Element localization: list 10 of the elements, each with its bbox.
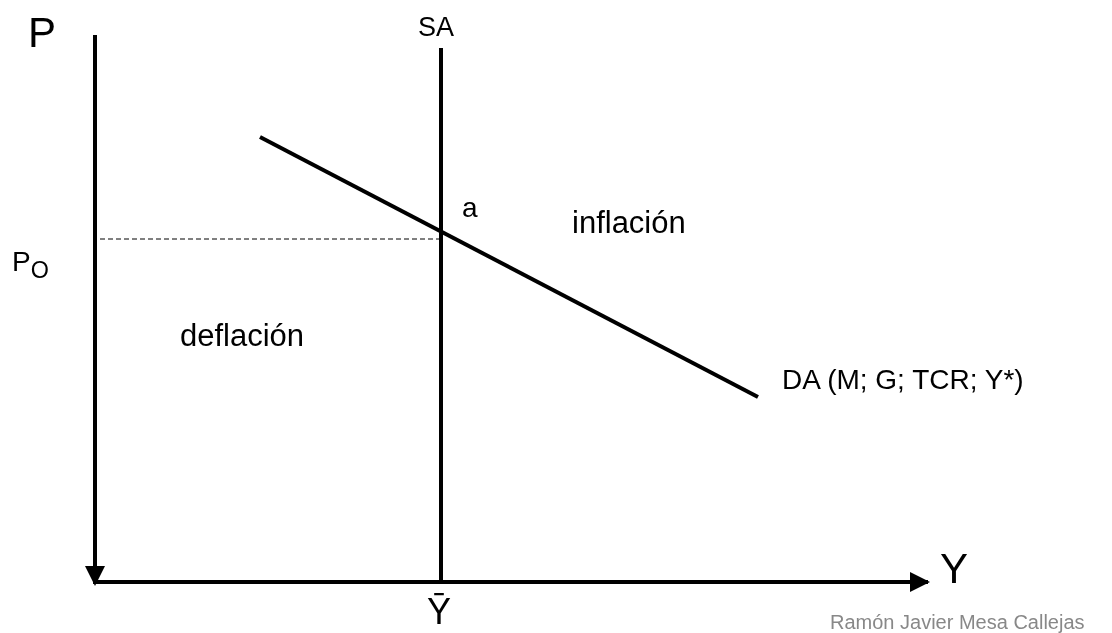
axis-tick-label: P$_{O}$ (12, 248, 49, 282)
point-label: a (462, 194, 478, 222)
curve-label: DA (M; G; TCR; Y*) (782, 366, 1024, 394)
region-label: deflación (180, 320, 305, 351)
axis-label: Y (940, 548, 968, 590)
author-credit: Ramón Javier Mesa Callejas (830, 612, 1085, 632)
axis-tick-label: Ȳ (427, 594, 451, 630)
curve-label: SA (418, 14, 455, 41)
region-label: inflación (572, 207, 686, 238)
axis-label: P (28, 12, 56, 54)
